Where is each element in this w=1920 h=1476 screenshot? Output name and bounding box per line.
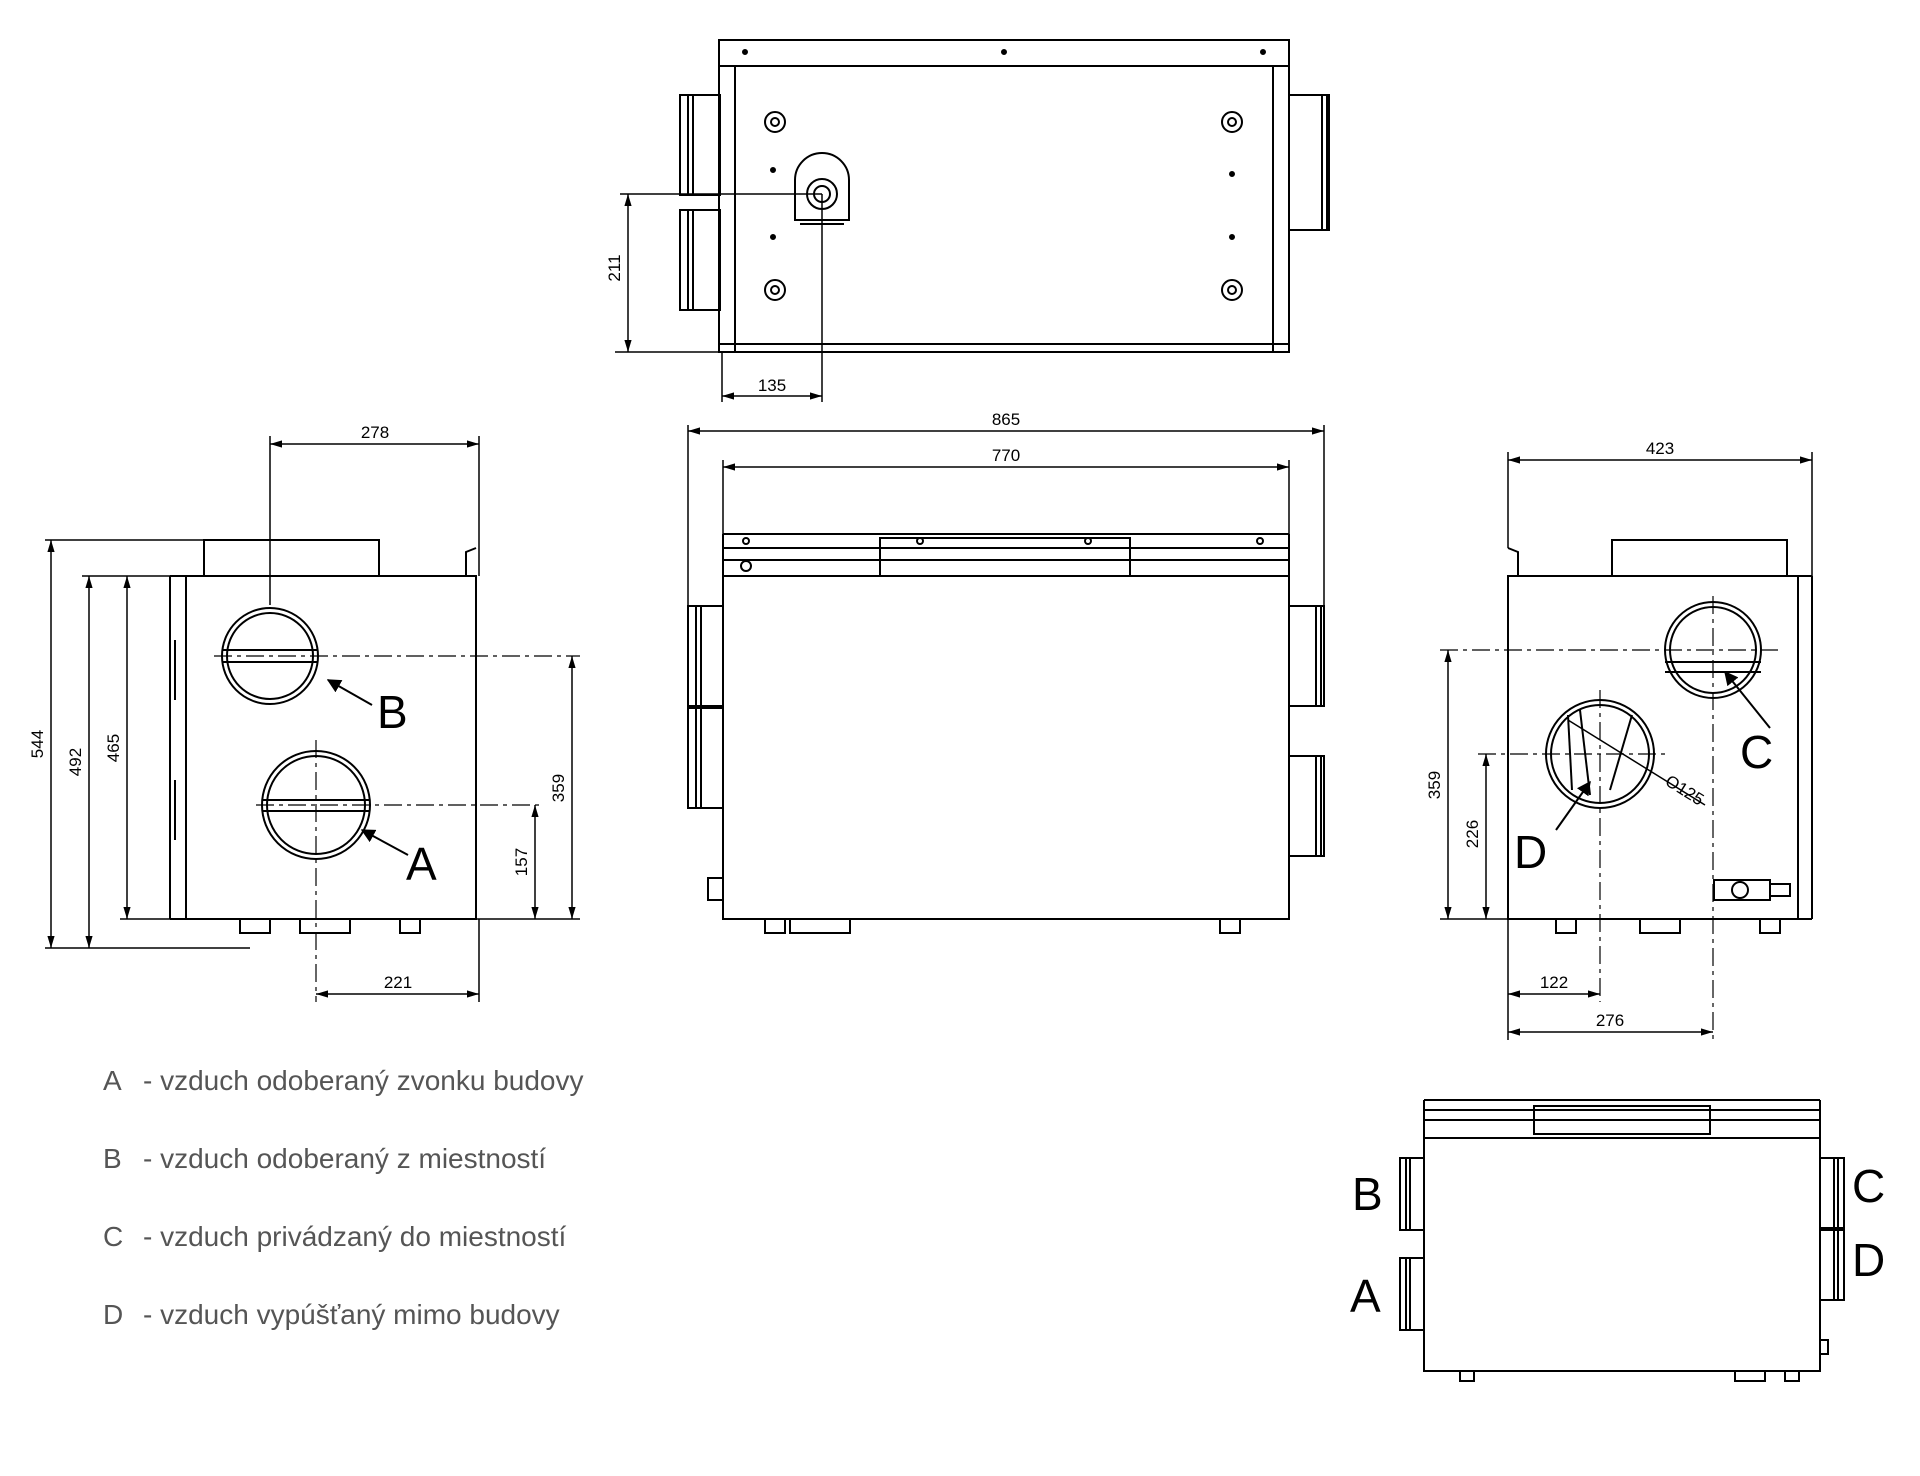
legend-text-d: - vzduch vypúšťaný mimo budovy [143, 1299, 560, 1330]
dim-diameter-125: O125 [1662, 771, 1707, 809]
port-label-a-left: A [406, 838, 437, 890]
dim-276: 276 [1596, 1011, 1624, 1030]
legend: A - vzduch odoberaný zvonku budovy B - v… [103, 1065, 584, 1330]
front-view [687, 425, 1325, 934]
legend-key-d: D [103, 1299, 123, 1330]
port-label-b-left: B [377, 686, 408, 738]
dim-135: 135 [758, 376, 786, 395]
dim-770: 770 [992, 446, 1020, 465]
legend-text-c: - vzduch privádzaný do miestností [143, 1221, 567, 1252]
overview-view [1399, 1099, 1845, 1382]
right-view [1440, 452, 1813, 1040]
dim-359-left: 359 [549, 774, 568, 802]
legend-key-a: A [103, 1065, 122, 1096]
dim-221: 221 [384, 973, 412, 992]
dim-122: 122 [1540, 973, 1568, 992]
legend-text-a: - vzduch odoberaný zvonku budovy [143, 1065, 584, 1096]
dim-359-right: 359 [1425, 771, 1444, 799]
dim-544: 544 [28, 730, 47, 758]
legend-key-b: B [103, 1143, 122, 1174]
port-label-d-overview: D [1852, 1234, 1885, 1286]
dim-423: 423 [1646, 439, 1674, 458]
port-label-c-right: C [1740, 726, 1773, 778]
dim-226: 226 [1463, 820, 1482, 848]
port-label-d-right: D [1514, 826, 1547, 878]
port-label-a-overview: A [1350, 1270, 1381, 1322]
dim-157: 157 [512, 848, 531, 876]
legend-key-c: C [103, 1221, 123, 1252]
legend-text-b: - vzduch odoberaný z miestností [143, 1143, 546, 1174]
left-view [45, 436, 580, 1002]
top-view [615, 39, 1330, 402]
dim-465: 465 [104, 734, 123, 762]
dim-492: 492 [66, 748, 85, 776]
port-label-c-overview: C [1852, 1160, 1885, 1212]
port-label-b-overview: B [1352, 1168, 1383, 1220]
dim-278: 278 [361, 423, 389, 442]
dim-211: 211 [605, 254, 624, 281]
dim-865: 865 [992, 410, 1020, 429]
